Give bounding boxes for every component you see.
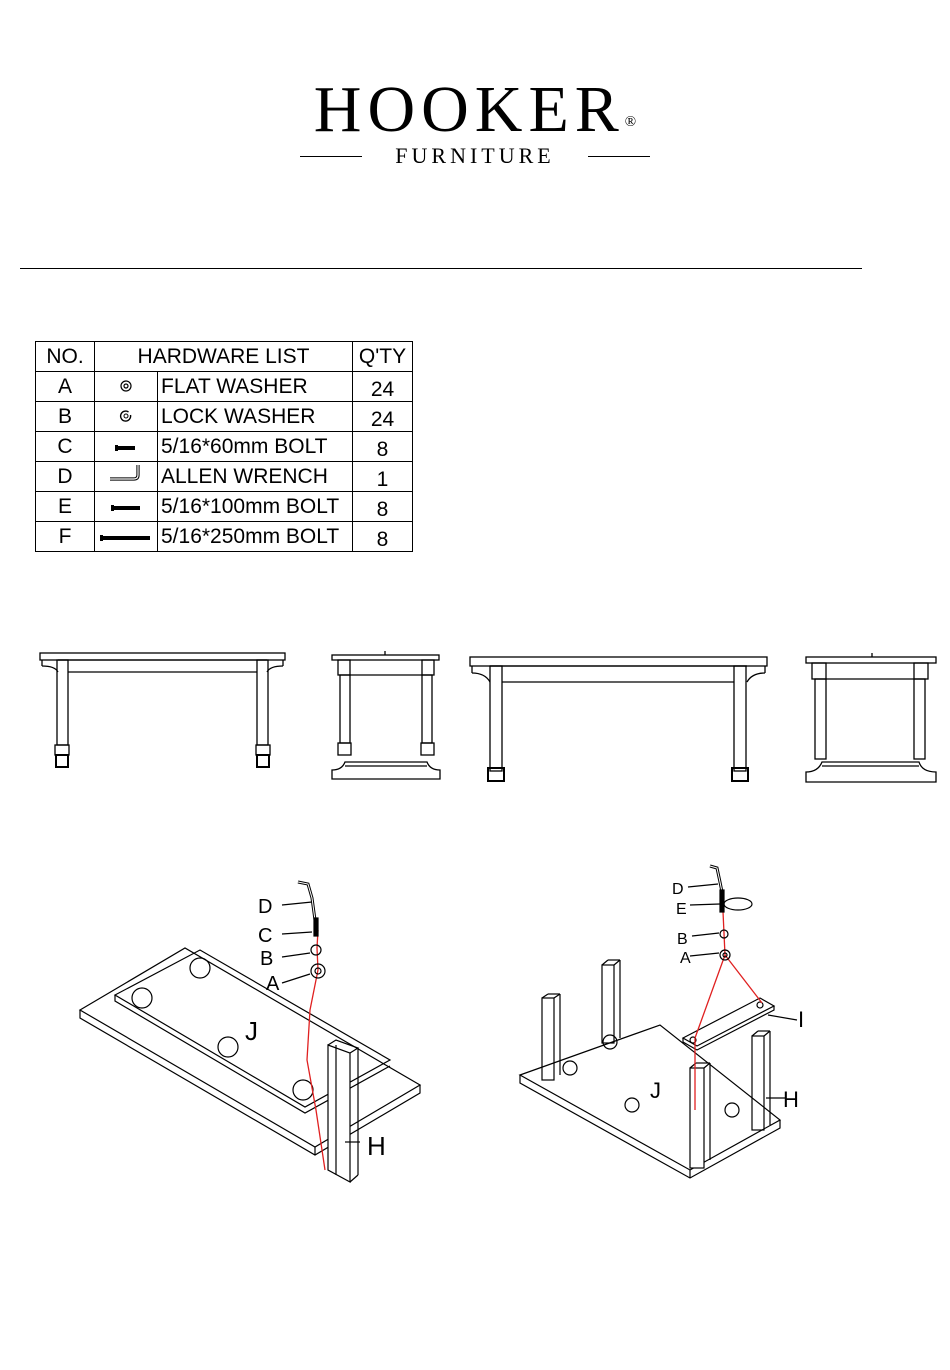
bolt-medium-icon [95, 492, 158, 522]
row-name: FLAT WASHER [158, 372, 353, 402]
label-rail-i: I [798, 1007, 804, 1032]
header-no: NO. [36, 342, 95, 372]
elevation-views [0, 640, 950, 790]
label-d: D [672, 881, 684, 898]
row-no: E [36, 492, 95, 522]
table-row: B LOCK WASHER 24 [36, 402, 413, 432]
assembly-step-1-diagram: D C B A J H [60, 870, 460, 1200]
row-no: D [36, 462, 95, 492]
side-elevation-view-2 [332, 651, 440, 779]
table-row: C 5/16*60mm BOLT 8 [36, 432, 413, 462]
row-name: 5/16*60mm BOLT [158, 432, 353, 462]
bolt-long-icon [95, 522, 158, 552]
label-b: B [677, 931, 688, 948]
row-qty: 24 [371, 408, 394, 431]
page-divider [20, 268, 862, 269]
registered-mark: ® [625, 114, 636, 130]
row-no: F [36, 522, 95, 552]
row-no: C [36, 432, 95, 462]
brand-subtitle: FURNITURE [300, 142, 650, 172]
side-elevation-view-4 [806, 653, 936, 782]
row-name: ALLEN WRENCH [158, 462, 353, 492]
label-leg-h: H [367, 1131, 386, 1161]
row-no: B [36, 402, 95, 432]
brand-sub: FURNITURE [300, 142, 650, 170]
row-qty: 8 [377, 528, 389, 551]
table-row: E 5/16*100mm BOLT 8 [36, 492, 413, 522]
hardware-table: NO. HARDWARE LIST Q'TY A FLAT WASHER 24 … [35, 341, 413, 552]
table-row: D ALLEN WRENCH 1 [36, 462, 413, 492]
bolt-short-icon [95, 432, 158, 462]
row-qty: 1 [377, 468, 389, 491]
brand-name: HOOKER [314, 73, 625, 146]
label-b: B [260, 948, 273, 970]
allen-wrench-icon [95, 462, 158, 492]
brand-logo: HOOKER® [0, 70, 950, 150]
row-name: 5/16*100mm BOLT [158, 492, 353, 522]
label-tabletop-j: J [650, 1078, 661, 1103]
table-row: A FLAT WASHER 24 [36, 372, 413, 402]
flat-washer-icon [95, 372, 158, 402]
row-no: A [36, 372, 95, 402]
header-qty: Q'TY [353, 342, 413, 372]
table-row: F 5/16*250mm BOLT 8 [36, 522, 413, 552]
label-leg-h: H [783, 1087, 799, 1112]
label-c: C [258, 925, 272, 947]
row-name: LOCK WASHER [158, 402, 353, 432]
label-a: A [680, 950, 691, 967]
label-a: A [266, 973, 280, 995]
row-name: 5/16*250mm BOLT [158, 522, 353, 552]
lock-washer-icon [95, 402, 158, 432]
row-qty: 8 [377, 498, 389, 521]
label-tabletop-j: J [245, 1016, 258, 1046]
label-d: D [258, 896, 272, 918]
row-qty: 8 [377, 438, 389, 461]
table-header-row: NO. HARDWARE LIST Q'TY [36, 342, 413, 372]
assembly-step-2-diagram: D E B A I J H [510, 860, 840, 1190]
front-elevation-view-1 [40, 653, 285, 767]
header-hardware-list: HARDWARE LIST [95, 342, 353, 372]
front-elevation-view-3 [470, 657, 767, 781]
label-e: E [676, 901, 687, 918]
row-qty: 24 [371, 378, 394, 401]
